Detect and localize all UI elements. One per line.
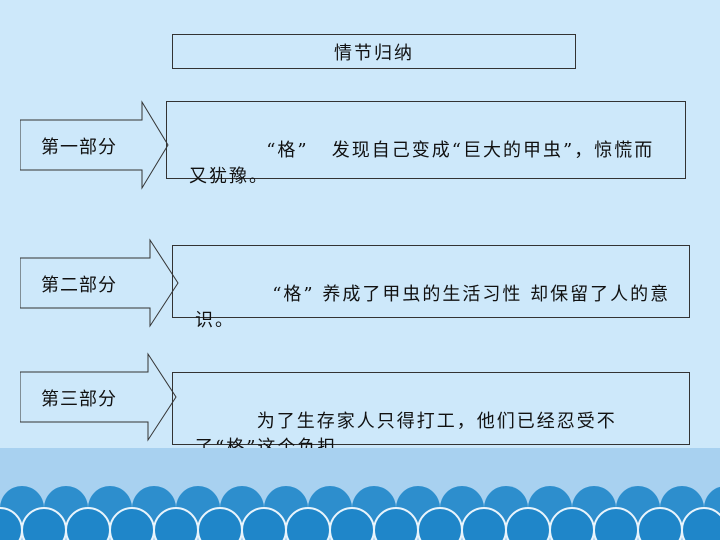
wave-decoration — [0, 486, 720, 540]
slide-title-text: 情节归纳 — [334, 42, 414, 64]
section-2-arrow — [20, 238, 179, 328]
section-2-content-text: “格” 养成了甲虫的生活习性 却保留了人的意识。 — [195, 284, 671, 331]
section-1-label: 第一部分 — [20, 120, 138, 172]
section-3-content: 为了生存家人只得打工，他们已经忍受不了“格”这个负担。 — [172, 372, 690, 458]
section-3-arrow — [20, 352, 177, 442]
section-3-label: 第三部分 — [20, 372, 138, 424]
section-2-content: “格” 养成了甲虫的生活习性 却保留了人的意识。 — [172, 245, 690, 331]
section-1-content: “格” 发现自己变成“巨大的甲虫”，惊慌而又犹豫。 — [166, 101, 686, 187]
section-1-label-text: 第一部分 — [41, 137, 117, 158]
slide-title: 情节归纳 — [172, 34, 576, 69]
section-1-arrow — [20, 100, 169, 190]
section-2-label-text: 第二部分 — [41, 275, 117, 296]
section-1-content-text: “格” 发现自己变成“巨大的甲虫”，惊慌而又犹豫。 — [189, 140, 655, 187]
section-3-label-text: 第三部分 — [41, 389, 117, 410]
wave-arch — [681, 507, 720, 540]
section-2-label: 第二部分 — [20, 258, 138, 310]
